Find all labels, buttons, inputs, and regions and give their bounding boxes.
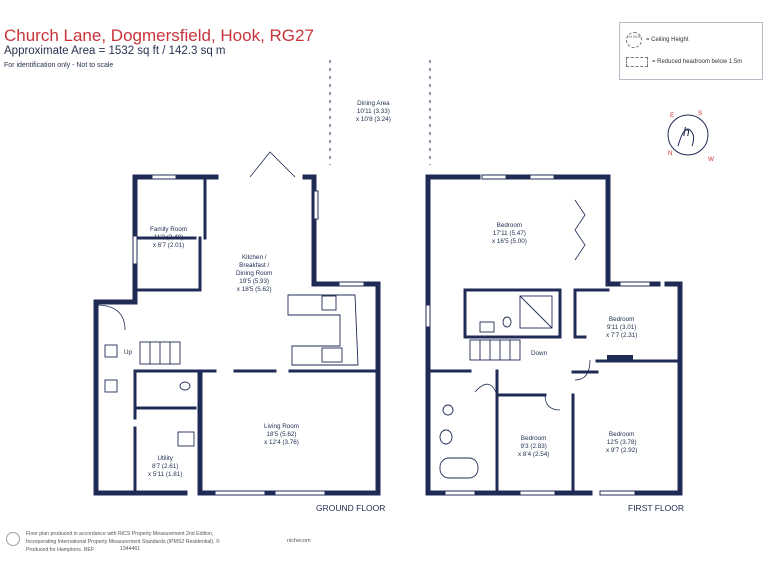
legend-box: CH 00'00 = Ceiling Height = Reduced head… [619,22,763,80]
legend-headroom-label: = Reduced headroom below 1.5m [652,59,743,65]
compass-letter-e: E [670,112,675,119]
ground-floor-label: GROUND FLOOR [316,503,386,513]
room-label-kitchen: Kitchen / Breakfast / Dining Room 19'5 (… [236,254,273,293]
room-label-family-room: Family Room 11'2 (3.40) x 6'7 (2.01) [150,226,188,249]
stairs-down-label: Down [531,350,548,357]
brand-name: nichecom [287,538,311,544]
reduced-headroom-icon [626,57,648,67]
compass-letter-s: S [698,110,703,117]
compass-letter-w: W [708,156,714,163]
footer-text: Floor plan produced in accordance with R… [26,531,220,553]
room-label-living-room: Living Room 18'5 (5.62) x 12'4 (3.76) [264,423,299,446]
property-title: Church Lane, Dogmersfield, Hook, RG27 [4,26,314,45]
room-label-bedroom-main: Bedroom 17'11 (5.47) x 16'5 (5.00) [492,222,527,245]
identification-note: For identification only - Not to scale [4,62,114,69]
reference-number: 1344461 [120,546,141,552]
compass-center-glyph: h [683,125,690,139]
compass-letter-n: N [668,150,673,157]
room-label-dining-area: Dining Area 10'11 (3.33) x 10'8 (3.24) [356,100,391,123]
ceiling-height-icon: CH 00'00 [626,32,642,48]
room-label-utility: Utility 8'7 (2.61) x 5'11 (1.81) [148,455,183,478]
first-floor-label: FIRST FLOOR [628,503,685,513]
rics-logo-icon [6,532,20,546]
legend-ceiling-height: CH 00'00 = Ceiling Height [626,32,689,48]
approximate-area: Approximate Area = 1532 sq ft / 142.3 sq… [4,45,226,57]
legend-reduced-headroom: = Reduced headroom below 1.5m [626,57,742,67]
legend-ceiling-label: = Ceiling Height [646,37,689,43]
room-label-bedroom-2: Bedroom 9'11 (3.01) x 7'7 (2.31) [606,316,638,339]
room-label-bedroom-4: Bedroom 12'5 (3.78) x 9'7 (2.92) [606,431,638,454]
room-label-bedroom-3: Bedroom 9'3 (2.83) x 8'4 (2.54) [518,435,550,458]
stairs-up-label: Up [124,349,133,356]
compass [667,114,709,156]
